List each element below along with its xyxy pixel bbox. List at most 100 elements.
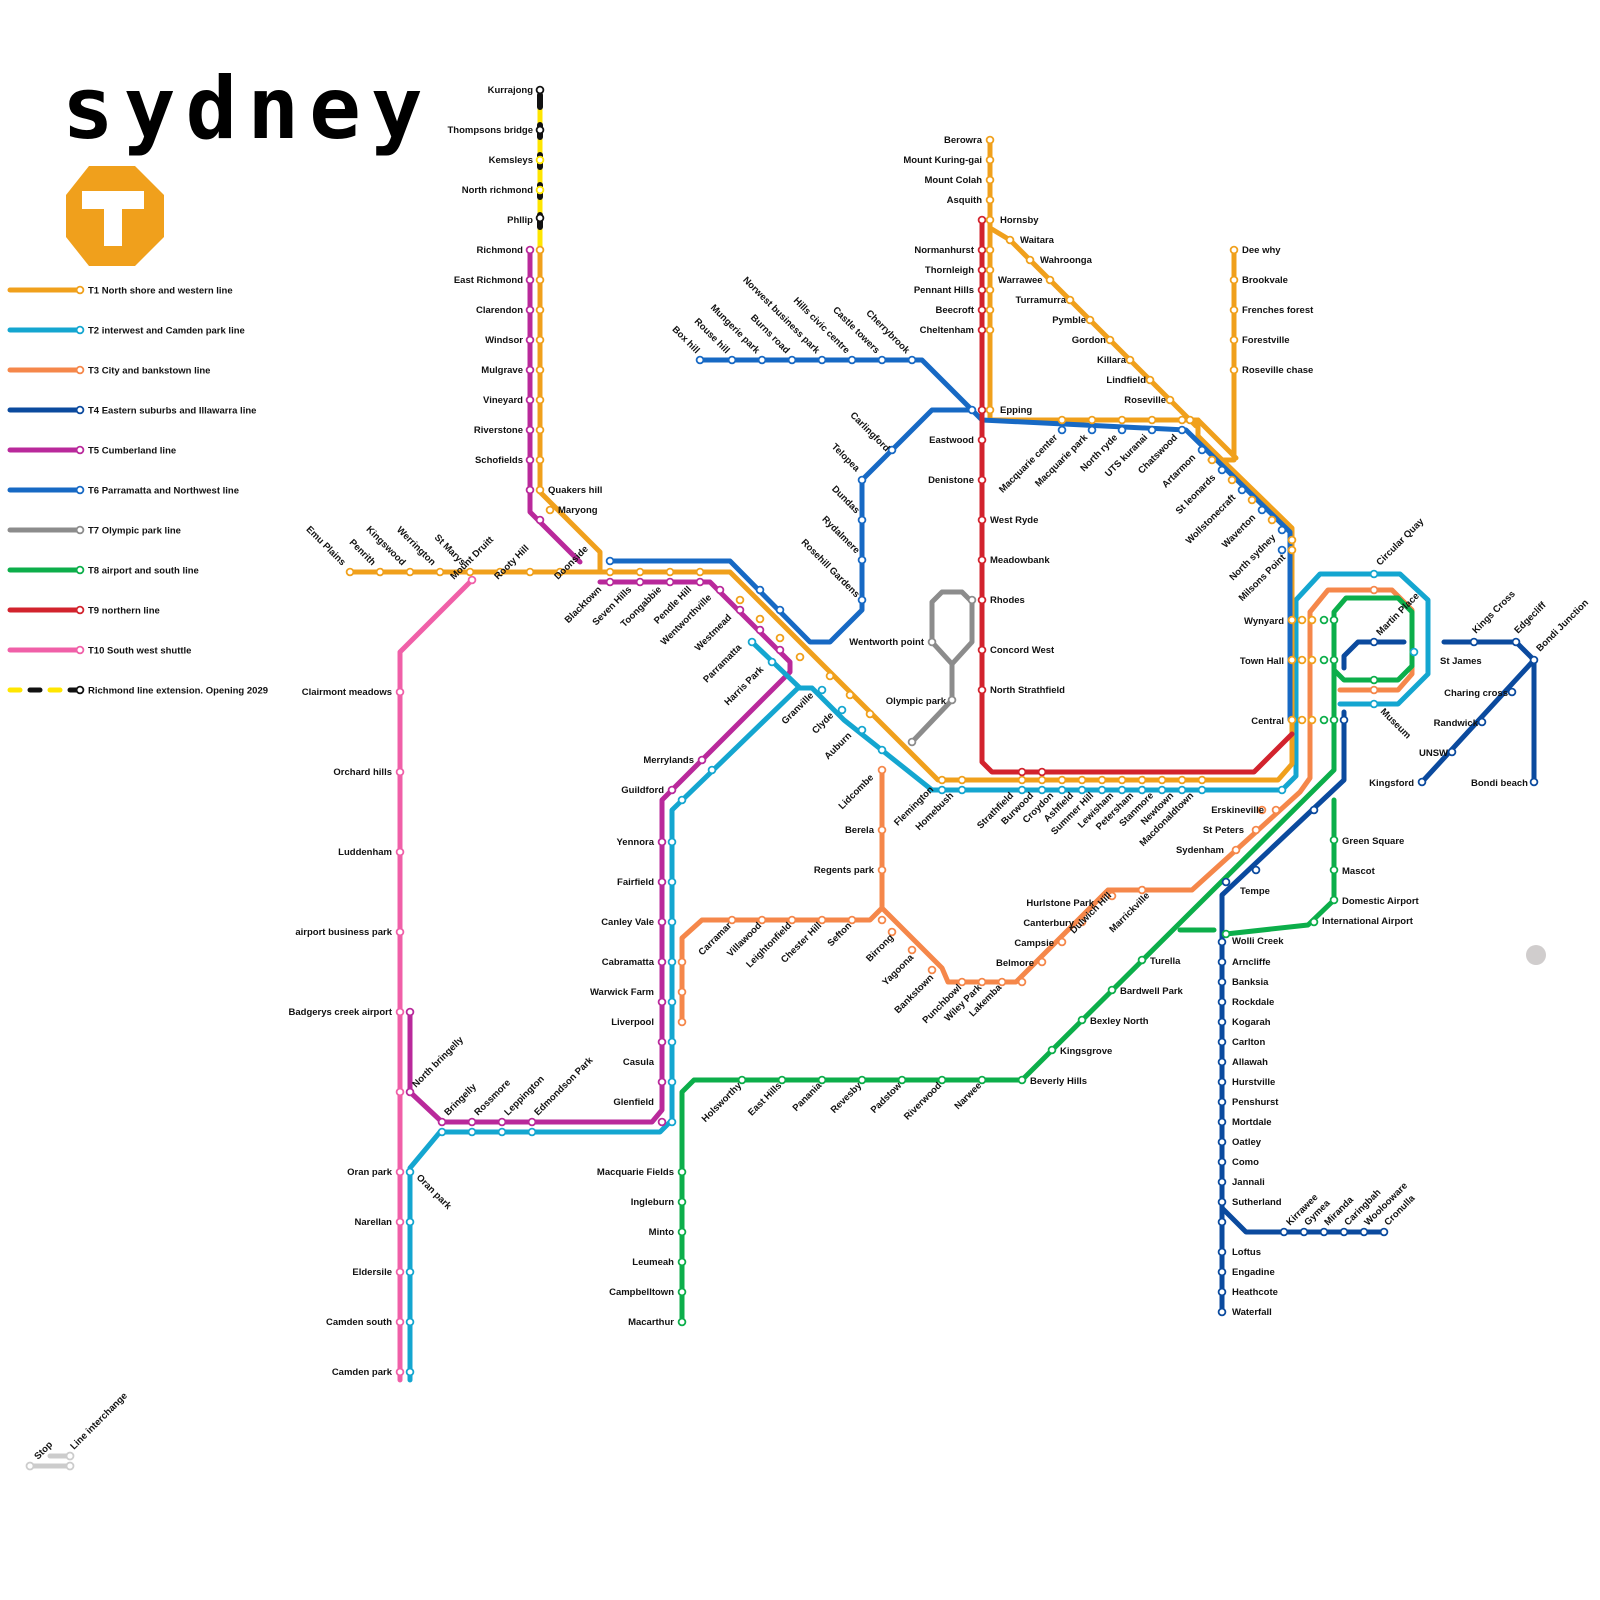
- station-stop[interactable]: [1219, 1019, 1226, 1026]
- station-stop[interactable]: [879, 917, 886, 924]
- station-stop[interactable]: [1231, 307, 1238, 314]
- station-stop[interactable]: [397, 849, 404, 856]
- station-stop[interactable]: [1067, 297, 1074, 304]
- station-stop[interactable]: [669, 1039, 676, 1046]
- station-stop[interactable]: [537, 517, 544, 524]
- station-stop[interactable]: [987, 247, 994, 254]
- station-stop[interactable]: [979, 517, 986, 524]
- station-stop[interactable]: [1289, 657, 1296, 664]
- station-stop[interactable]: [1059, 777, 1066, 784]
- station-stop[interactable]: [1219, 1289, 1226, 1296]
- station-stop[interactable]: [1253, 867, 1260, 874]
- station-stop[interactable]: [1219, 979, 1226, 986]
- station-stop[interactable]: [537, 87, 544, 94]
- station-stop[interactable]: [1299, 717, 1306, 724]
- station-stop[interactable]: [1259, 507, 1266, 514]
- station-stop[interactable]: [969, 407, 976, 414]
- station-stop[interactable]: [667, 569, 674, 576]
- station-stop[interactable]: [1531, 779, 1538, 786]
- station-stop[interactable]: [1531, 657, 1538, 664]
- station-stop[interactable]: [1289, 717, 1296, 724]
- station-stop[interactable]: [1039, 769, 1046, 776]
- station-stop[interactable]: [1019, 787, 1026, 794]
- station-stop[interactable]: [659, 1119, 666, 1126]
- station-stop[interactable]: [1219, 1059, 1226, 1066]
- station-stop[interactable]: [1371, 687, 1378, 694]
- station-stop[interactable]: [1149, 417, 1156, 424]
- station-stop[interactable]: [1109, 987, 1116, 994]
- station-stop[interactable]: [1119, 427, 1126, 434]
- station-stop[interactable]: [859, 1077, 866, 1084]
- station-stop[interactable]: [537, 457, 544, 464]
- station-stop[interactable]: [669, 879, 676, 886]
- station-stop[interactable]: [987, 177, 994, 184]
- station-stop[interactable]: [1219, 1269, 1226, 1276]
- station-stop[interactable]: [1231, 337, 1238, 344]
- station-stop[interactable]: [1159, 787, 1166, 794]
- station-stop[interactable]: [1253, 827, 1260, 834]
- station-stop[interactable]: [1321, 657, 1328, 664]
- station-stop[interactable]: [669, 959, 676, 966]
- station-stop[interactable]: [1219, 1079, 1226, 1086]
- station-stop[interactable]: [659, 1079, 666, 1086]
- station-stop[interactable]: [939, 1077, 946, 1084]
- station-stop[interactable]: [437, 569, 444, 576]
- station-stop[interactable]: [1301, 1229, 1308, 1236]
- station-stop[interactable]: [637, 579, 644, 586]
- station-stop[interactable]: [659, 999, 666, 1006]
- station-stop[interactable]: [1341, 717, 1348, 724]
- station-stop[interactable]: [527, 457, 534, 464]
- station-stop[interactable]: [407, 1089, 414, 1096]
- station-stop[interactable]: [999, 979, 1006, 986]
- station-stop[interactable]: [979, 477, 986, 484]
- station-stop[interactable]: [1079, 787, 1086, 794]
- station-stop[interactable]: [797, 654, 804, 661]
- station-stop[interactable]: [697, 579, 704, 586]
- station-stop[interactable]: [1219, 1119, 1226, 1126]
- station-stop[interactable]: [537, 157, 544, 164]
- station-stop[interactable]: [1059, 939, 1066, 946]
- station-stop[interactable]: [749, 639, 756, 646]
- station-stop[interactable]: [1479, 719, 1486, 726]
- station-stop[interactable]: [527, 487, 534, 494]
- station-stop[interactable]: [697, 569, 704, 576]
- station-stop[interactable]: [899, 1077, 906, 1084]
- station-stop[interactable]: [739, 1077, 746, 1084]
- station-stop[interactable]: [1219, 1039, 1226, 1046]
- station-stop[interactable]: [469, 1119, 476, 1126]
- station-stop[interactable]: [819, 357, 826, 364]
- station-stop[interactable]: [377, 569, 384, 576]
- station-stop[interactable]: [1419, 779, 1426, 786]
- station-stop[interactable]: [987, 137, 994, 144]
- station-stop[interactable]: [1059, 427, 1066, 434]
- station-stop[interactable]: [527, 277, 534, 284]
- station-stop[interactable]: [499, 1119, 506, 1126]
- station-stop[interactable]: [439, 1129, 446, 1136]
- station-stop[interactable]: [527, 337, 534, 344]
- station-stop[interactable]: [1449, 749, 1456, 756]
- station-stop[interactable]: [879, 867, 886, 874]
- station-stop[interactable]: [769, 659, 776, 666]
- station-stop[interactable]: [1139, 957, 1146, 964]
- station-stop[interactable]: [669, 1119, 676, 1126]
- station-stop[interactable]: [879, 767, 886, 774]
- station-stop[interactable]: [987, 327, 994, 334]
- station-stop[interactable]: [537, 487, 544, 494]
- station-stop[interactable]: [929, 967, 936, 974]
- station-stop[interactable]: [859, 477, 866, 484]
- station-stop[interactable]: [757, 616, 764, 623]
- station-stop[interactable]: [777, 607, 784, 614]
- station-stop[interactable]: [1219, 1219, 1226, 1226]
- station-stop[interactable]: [547, 507, 554, 514]
- station-stop[interactable]: [789, 917, 796, 924]
- station-stop[interactable]: [819, 1077, 826, 1084]
- station-stop[interactable]: [777, 647, 784, 654]
- station-stop[interactable]: [717, 587, 724, 594]
- station-stop[interactable]: [1371, 677, 1378, 684]
- station-stop[interactable]: [1039, 777, 1046, 784]
- station-stop[interactable]: [867, 711, 874, 718]
- station-stop[interactable]: [1231, 247, 1238, 254]
- station-stop[interactable]: [879, 747, 886, 754]
- station-stop[interactable]: [979, 557, 986, 564]
- station-stop[interactable]: [1331, 657, 1338, 664]
